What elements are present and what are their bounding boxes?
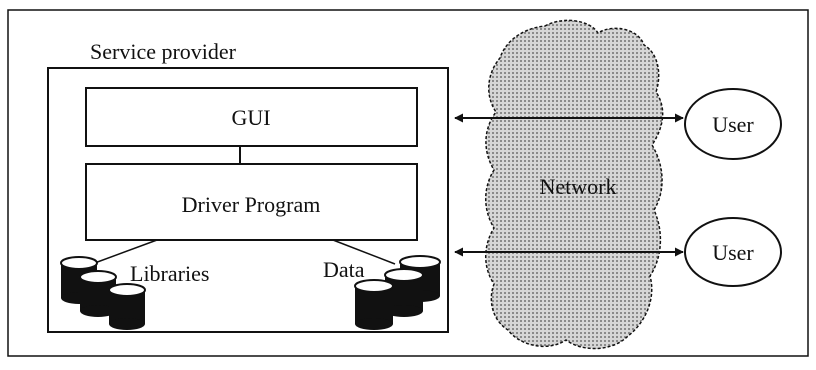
gui-label: GUI: [231, 105, 270, 130]
data-label: Data: [323, 257, 365, 282]
user-node-bottom: [684, 217, 782, 287]
libraries-label: Libraries: [130, 261, 209, 286]
data-cylinder-stack-icon: [354, 255, 441, 330]
service-provider-box: [47, 67, 449, 333]
database-icon: [108, 283, 146, 330]
network-label: Network: [540, 174, 617, 199]
gui-box: [85, 87, 418, 147]
user-node-top: [684, 88, 782, 160]
driver-program-box: [85, 163, 418, 241]
user-label-bottom: User: [712, 240, 754, 265]
database-icon: [354, 279, 394, 330]
driver-program-label: Driver Program: [182, 192, 321, 217]
outer-frame: [7, 9, 809, 357]
user-label-top: User: [712, 112, 754, 137]
libraries-cylinder-stack-icon: [60, 256, 146, 330]
network-cloud-icon: [485, 19, 664, 350]
service-provider-label: Service provider: [90, 39, 237, 64]
libraries-link: [91, 239, 158, 265]
data-link: [332, 239, 396, 265]
